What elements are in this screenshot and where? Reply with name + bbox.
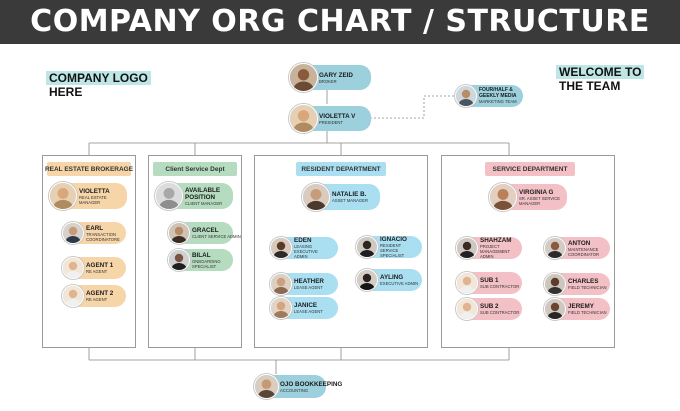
avatar-asset-manager xyxy=(302,183,330,211)
avatar-ayling xyxy=(356,269,378,291)
avatar-jeremy xyxy=(544,298,566,320)
avatar-ignacio xyxy=(356,236,378,258)
avatar-agent-2 xyxy=(62,285,84,307)
avatar-janice xyxy=(270,297,292,319)
title-banner xyxy=(0,0,680,44)
dept-label-real-estate: REAL ESTATE BROKERAGE xyxy=(45,162,133,176)
avatar-sub-1 xyxy=(456,272,478,294)
avatar-charles xyxy=(544,273,566,295)
avatar-anton xyxy=(544,237,566,259)
avatar-gracel xyxy=(168,222,190,244)
dept-label-service: SERVICE DEPARTMENT xyxy=(485,162,575,176)
avatar-broker xyxy=(289,63,318,92)
avatar-bilal xyxy=(168,249,190,271)
avatar-agent-1 xyxy=(62,257,84,279)
avatar-marketing xyxy=(455,85,477,107)
avatar-earl xyxy=(62,222,84,244)
avatar-president xyxy=(289,104,318,133)
welcome-text: WELCOME TO THE TEAM xyxy=(556,65,645,93)
avatar-bookkeeping xyxy=(254,374,279,399)
avatar-service-manager xyxy=(489,183,517,211)
avatar-client-manager xyxy=(155,182,183,210)
dept-label-resident: RESIDENT DEPARTMENT xyxy=(296,162,386,176)
avatar-real-estate-manager xyxy=(49,182,77,210)
avatar-eden xyxy=(270,237,292,259)
page-title: COMPANY ORG CHART / STRUCTURE xyxy=(30,4,650,39)
avatar-sub-2 xyxy=(456,298,478,320)
dept-label-client-service: Client Service Dept xyxy=(153,162,237,176)
company-logo-placeholder: COMPANY LOGO HERE xyxy=(46,71,151,99)
avatar-shahzam xyxy=(456,237,478,259)
avatar-heather xyxy=(270,273,292,295)
